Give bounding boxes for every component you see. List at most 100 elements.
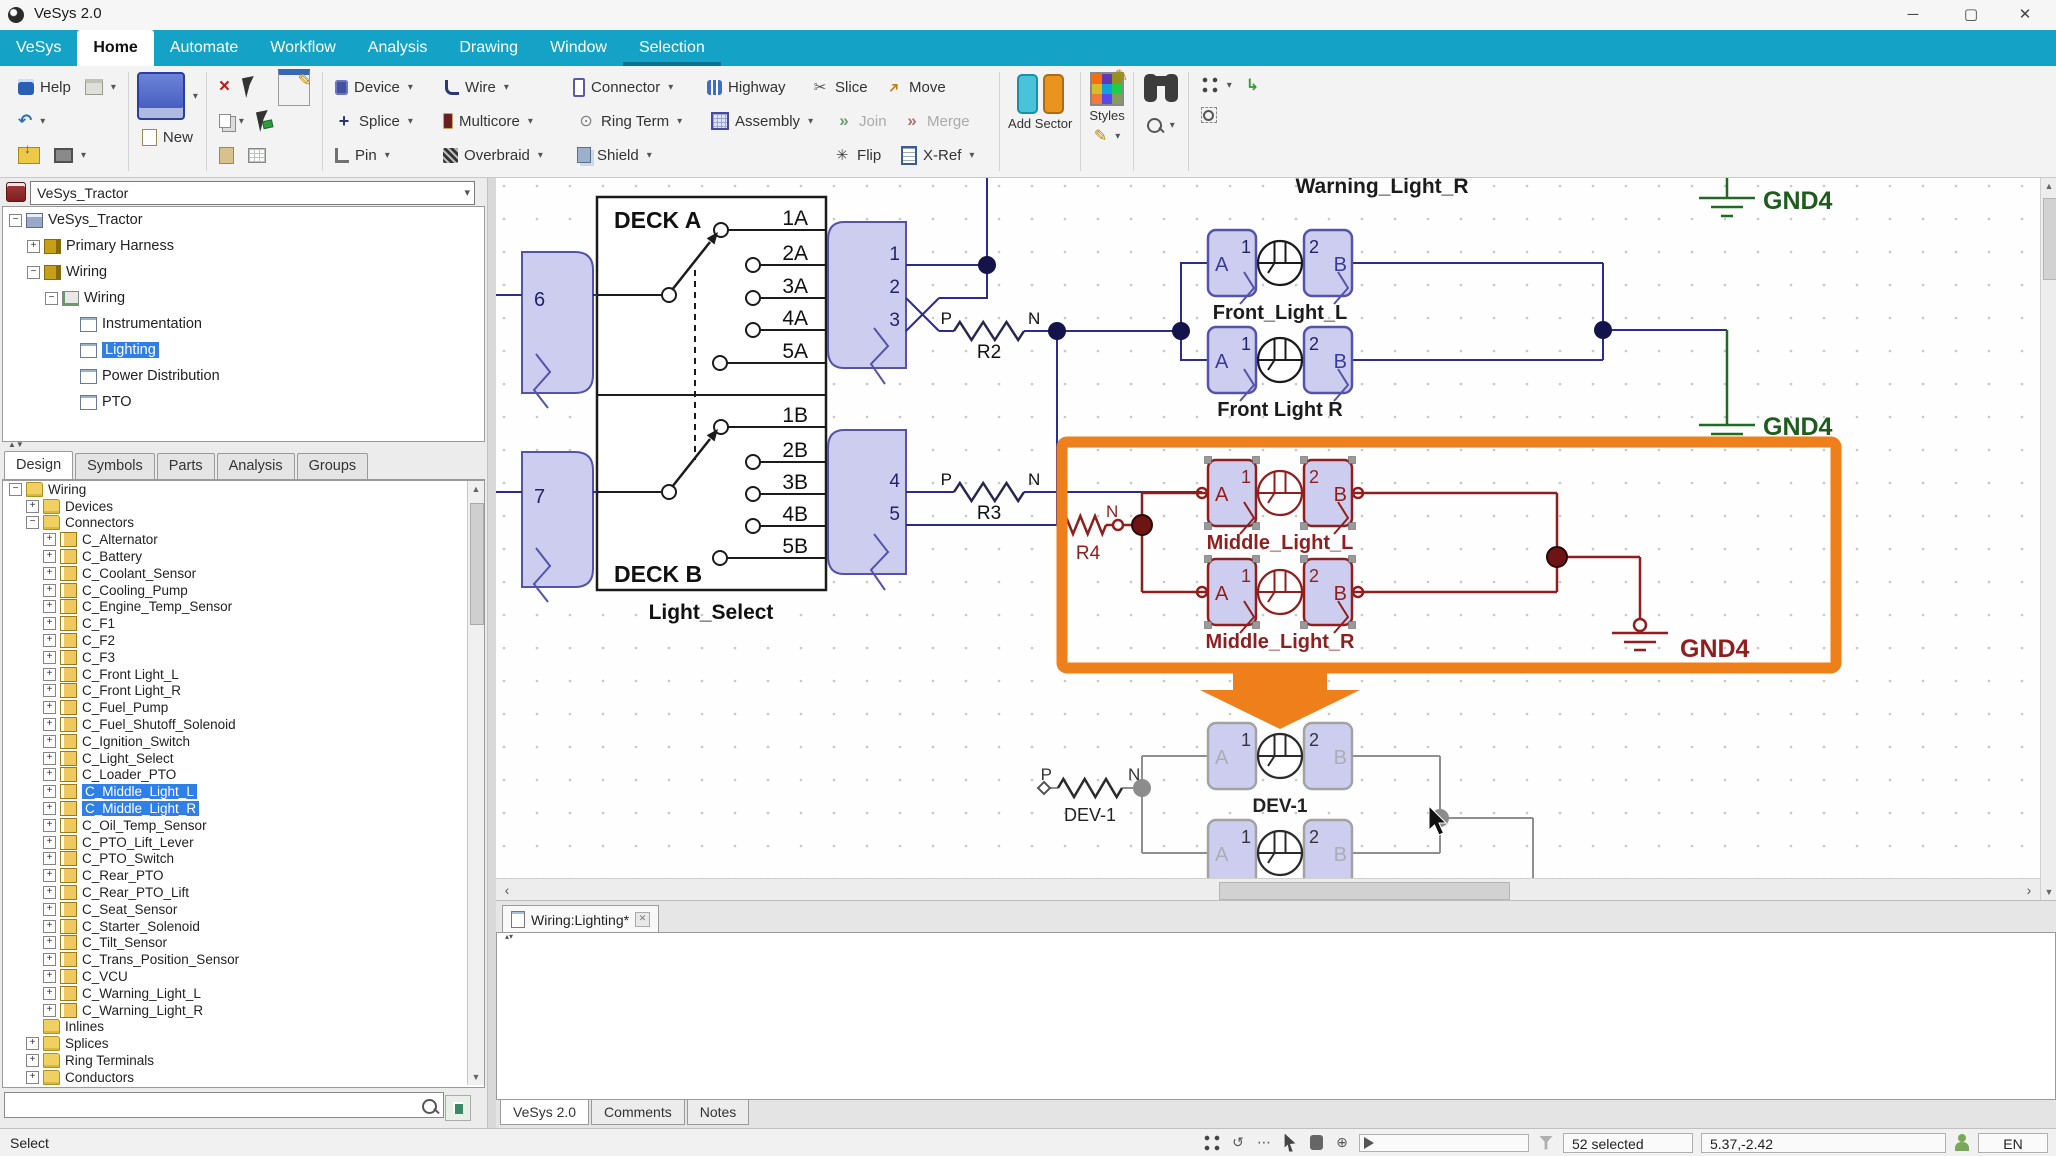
- expand-icon[interactable]: +: [43, 869, 56, 883]
- tab-design[interactable]: Design: [4, 451, 74, 479]
- project-item-instrumentation[interactable]: Instrumentation: [3, 311, 484, 337]
- collapse-icon[interactable]: −: [45, 291, 58, 305]
- expand-icon[interactable]: +: [26, 499, 39, 513]
- project-item-pto[interactable]: PTO: [3, 389, 484, 415]
- ghost-wires[interactable]: [1036, 755, 1534, 878]
- style-pen-button[interactable]: ▾: [1090, 124, 1124, 148]
- tool-x-ref-button[interactable]: X-Ref▾: [897, 144, 991, 167]
- menu-tab-automate[interactable]: Automate: [169, 39, 239, 56]
- tab-groups[interactable]: Groups: [296, 453, 369, 479]
- library-item-connectors[interactable]: −Connectors: [3, 515, 484, 532]
- scroll-right-icon[interactable]: ›: [2026, 882, 2032, 898]
- library-item-c-coolant-sensor[interactable]: +C_Coolant_Sensor: [3, 565, 484, 582]
- expand-icon[interactable]: +: [43, 936, 56, 950]
- expand-icon[interactable]: +: [43, 634, 56, 648]
- menu-tab-analysis[interactable]: Analysis: [367, 39, 428, 56]
- expand-icon[interactable]: +: [43, 986, 56, 1000]
- resistor-symbol[interactable]: [1056, 776, 1124, 800]
- snap-grid-icon[interactable]: [1203, 1133, 1221, 1152]
- find-button[interactable]: [1142, 70, 1180, 102]
- expand-icon[interactable]: +: [43, 835, 56, 849]
- library-item-c-trans-position-sensor[interactable]: +C_Trans_Position_Sensor: [3, 951, 484, 968]
- expand-icon[interactable]: +: [26, 1053, 39, 1067]
- project-combo[interactable]: VeSys_Tractor ▾: [30, 181, 475, 205]
- pointer-mode-icon[interactable]: [1284, 1133, 1296, 1152]
- zoom-cursor-button[interactable]: ▾: [1143, 116, 1179, 135]
- copy-button[interactable]: ▾: [215, 112, 248, 130]
- library-item-c-pto-lift-lever[interactable]: +C_PTO_Lift_Lever: [3, 834, 484, 851]
- search-icon[interactable]: [422, 1099, 437, 1114]
- paste-button[interactable]: [254, 109, 274, 133]
- menu-tab-window[interactable]: Window: [550, 39, 607, 56]
- library-item-wiring[interactable]: −Wiring: [3, 481, 484, 498]
- expand-icon[interactable]: +: [43, 550, 56, 564]
- collapse-icon[interactable]: −: [27, 265, 40, 279]
- expand-icon[interactable]: +: [43, 533, 56, 547]
- project-item-lighting[interactable]: Lighting: [3, 337, 484, 363]
- expand-icon[interactable]: +: [43, 751, 56, 765]
- library-item-c-middle-light-l[interactable]: +C_Middle_Light_L: [3, 783, 484, 800]
- menu-tab-workflow[interactable]: Workflow: [270, 39, 336, 56]
- play-icon[interactable]: [1364, 1136, 1374, 1149]
- library-item-splices[interactable]: +Splices: [3, 1035, 484, 1052]
- rotate-icon[interactable]: ↺: [1232, 1134, 1244, 1150]
- connector-symbols[interactable]: [521, 221, 907, 603]
- library-item-c-vcu[interactable]: +C_VCU: [3, 968, 484, 985]
- undo-button[interactable]: ↶▾: [14, 109, 49, 133]
- scrollbar-thumb[interactable]: [1219, 882, 1510, 900]
- menu-tab-drawing[interactable]: Drawing: [459, 39, 519, 56]
- import-button[interactable]: [14, 140, 44, 166]
- expand-icon[interactable]: +: [43, 718, 56, 732]
- resistor-symbol[interactable]: [952, 319, 1026, 343]
- expand-icon[interactable]: +: [43, 818, 56, 832]
- library-item-c-front-light-l[interactable]: +C_Front Light_L: [3, 666, 484, 683]
- library-item-c-f1[interactable]: +C_F1: [3, 615, 484, 632]
- library-item-ring-terminals[interactable]: +Ring Terminals: [3, 1052, 484, 1069]
- tool-connector-button[interactable]: Connector▾: [569, 76, 703, 99]
- expand-icon[interactable]: +: [43, 667, 56, 681]
- tool-overbraid-button[interactable]: Overbraid▾: [439, 145, 573, 166]
- selected-wires[interactable]: [1106, 486, 1668, 652]
- select-copy-button[interactable]: [240, 75, 260, 99]
- delete-button[interactable]: ×: [215, 74, 234, 100]
- library-item-c-ignition-switch[interactable]: +C_Ignition_Switch: [3, 733, 484, 750]
- canvas-vscrollbar[interactable]: ▲ ▼: [2040, 178, 2056, 900]
- viewport-button[interactable]: ▾: [50, 146, 90, 165]
- link-button[interactable]: [1242, 73, 1263, 97]
- tool-assembly-button[interactable]: Assembly▾: [707, 110, 831, 132]
- sheet-mode-icon[interactable]: [1309, 1135, 1323, 1150]
- library-item-c-battery[interactable]: +C_Battery: [3, 548, 484, 565]
- locate-button[interactable]: [445, 1095, 471, 1121]
- tool-splice-button[interactable]: Splice▾: [331, 110, 439, 132]
- tool-join-button[interactable]: Join: [831, 110, 899, 132]
- library-item-c-cooling-pump[interactable]: +C_Cooling_Pump: [3, 582, 484, 599]
- library-item-conductors[interactable]: +Conductors: [3, 1069, 484, 1086]
- scroll-down-icon[interactable]: ▼: [2044, 887, 2054, 897]
- tool-wire-button[interactable]: Wire▾: [441, 77, 569, 98]
- menu-tab-home[interactable]: Home: [77, 30, 154, 66]
- crosshair-icon[interactable]: ⊕: [1336, 1134, 1348, 1150]
- tool-shield-button[interactable]: Shield▾: [573, 145, 707, 166]
- library-item-devices[interactable]: +Devices: [3, 498, 484, 515]
- tool-flip-button[interactable]: Flip: [829, 144, 897, 166]
- library-item-c-alternator[interactable]: +C_Alternator: [3, 531, 484, 548]
- library-item-c-fuel-shutoff-solenoid[interactable]: +C_Fuel_Shutoff_Solenoid: [3, 716, 484, 733]
- tool-highway-button[interactable]: Highway: [703, 77, 807, 98]
- menu-tab-vesys[interactable]: VeSys: [16, 39, 62, 56]
- print-button[interactable]: ▾: [81, 77, 120, 97]
- project-item-power-distribution[interactable]: Power Distribution: [3, 363, 484, 389]
- scroll-down-icon[interactable]: ▼: [471, 1072, 481, 1082]
- library-item-c-warning-light-l[interactable]: +C_Warning_Light_L: [3, 985, 484, 1002]
- scrollbar-thumb[interactable]: [2043, 198, 2056, 280]
- library-item-c-rear-pto[interactable]: +C_Rear_PTO: [3, 867, 484, 884]
- library-item-c-rear-pto-lift[interactable]: +C_Rear_PTO_Lift: [3, 884, 484, 901]
- library-item-c-loader-pto[interactable]: +C_Loader_PTO: [3, 767, 484, 784]
- library-item-c-starter-solenoid[interactable]: +C_Starter_Solenoid: [3, 918, 484, 935]
- tool-ring-term-button[interactable]: Ring Term▾: [573, 110, 707, 132]
